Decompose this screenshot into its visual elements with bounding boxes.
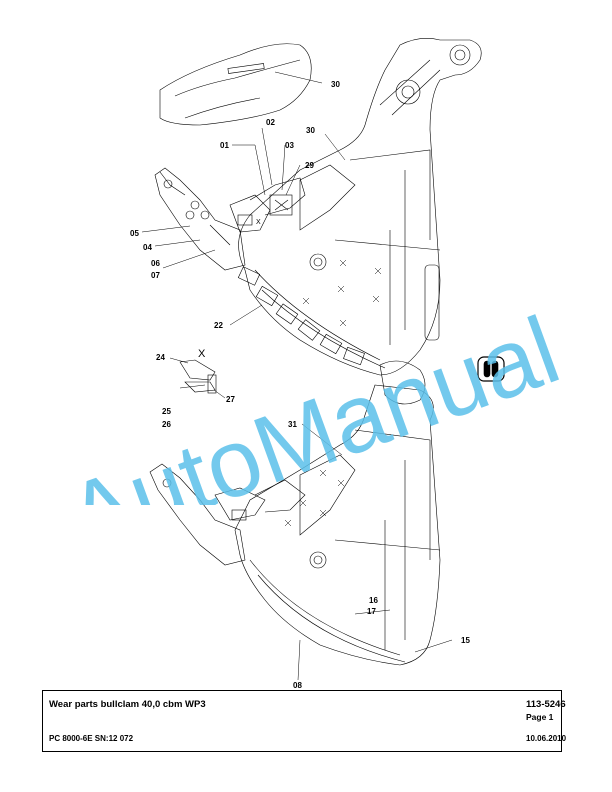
document-number: 113-5246 <box>526 699 566 710</box>
callout-26: 26 <box>162 420 171 429</box>
machine-model: PC 8000-6E SN:12 072 <box>49 734 134 743</box>
parts-24-27 <box>179 359 217 394</box>
tooth-upper <box>154 167 306 271</box>
callout-22: 22 <box>214 321 223 330</box>
callout-08: 08 <box>293 681 302 690</box>
callout-06: 06 <box>151 259 160 268</box>
callout-15: 15 <box>461 636 470 645</box>
page-number: Page 1 <box>526 712 554 722</box>
callout-01: 01 <box>220 141 229 150</box>
callout-24: 24 <box>156 353 165 362</box>
callout-29: 30 <box>331 80 340 89</box>
callout-25: 25 <box>162 407 171 416</box>
callout-17: 17 <box>367 607 376 616</box>
callout-04: 04 <box>143 243 152 252</box>
callout-02: 02 <box>266 118 275 127</box>
callout-28: 29 <box>305 161 314 170</box>
document-title: Wear parts bullclam 40,0 cbm WP3 <box>49 699 206 710</box>
link-middle <box>379 356 505 405</box>
bucket-upper <box>237 38 482 376</box>
callout-05: 05 <box>130 229 139 238</box>
document-date: 10.06.2010 <box>526 734 567 743</box>
x-mark-small: X <box>256 219 261 226</box>
callout-27: 27 <box>226 395 235 404</box>
bucket-lower <box>234 384 441 666</box>
title-block: Wear parts bullclam 40,0 cbm WP3 113-524… <box>42 690 566 752</box>
callout-30: 30 <box>306 126 315 135</box>
x-mark: X <box>198 348 206 360</box>
callout-03: 03 <box>285 141 294 150</box>
callout-31: 31 <box>288 420 297 429</box>
callout-07: 07 <box>151 271 160 280</box>
wear-plate-29 <box>159 43 312 126</box>
callout-16: 16 <box>369 596 378 605</box>
tooth-lower <box>149 463 306 566</box>
